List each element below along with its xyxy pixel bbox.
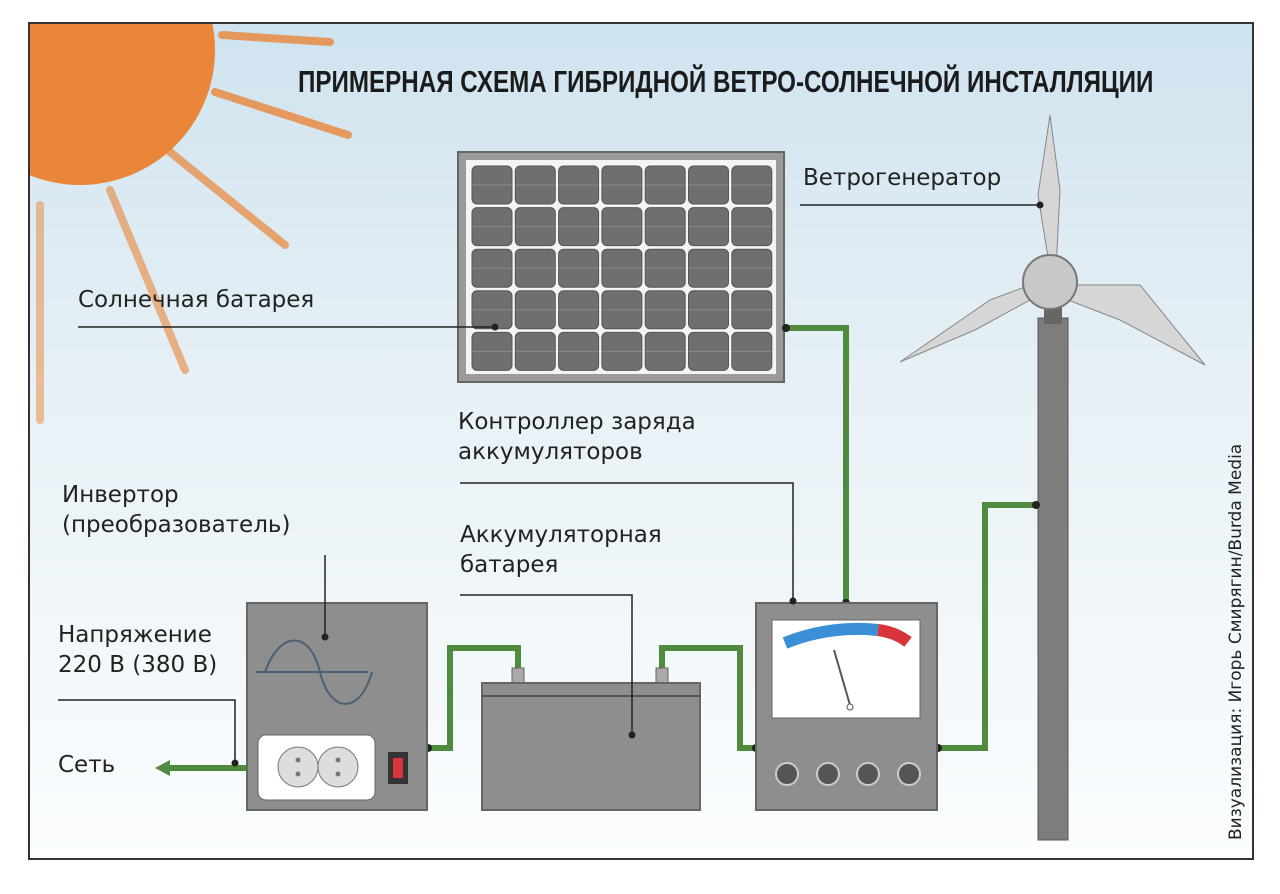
label-battery: Аккумуляторная батарея bbox=[460, 520, 662, 580]
label-solar-panel: Солнечная батарея bbox=[78, 287, 315, 313]
label-line: 220 В (380 В) bbox=[58, 652, 218, 678]
wires bbox=[155, 325, 1036, 776]
label-line: Аккумуляторная bbox=[460, 522, 662, 548]
label-line: Инвертор bbox=[62, 482, 179, 508]
label-line: аккумуляторов bbox=[458, 439, 643, 465]
label-voltage: Напряжение 220 В (380 В) bbox=[58, 620, 217, 680]
inverter bbox=[246, 602, 428, 811]
charge-controller bbox=[755, 602, 938, 811]
battery bbox=[481, 667, 701, 811]
label-line: (преобразователь) bbox=[62, 512, 291, 538]
label-line: Контроллер заряда bbox=[458, 409, 696, 435]
label-inverter: Инвертор (преобразователь) bbox=[62, 480, 290, 540]
socket-icon bbox=[277, 746, 319, 788]
label-line: Напряжение bbox=[58, 622, 212, 648]
sun-icon bbox=[30, 24, 352, 424]
label-wind-generator: Ветрогенератор bbox=[803, 165, 1002, 191]
leader-lines bbox=[58, 204, 1040, 763]
wind-turbine bbox=[899, 114, 1206, 841]
solar-panel bbox=[457, 151, 785, 383]
label-line: батарея bbox=[460, 552, 559, 578]
diagram-title: ПРИМЕРНАЯ СХЕМА ГИБРИДНОЙ ВЕТРО-СОЛНЕЧНО… bbox=[298, 64, 1154, 99]
socket-icon bbox=[317, 746, 359, 788]
credit: Визуализация: Игорь Смирягин/Burda Media bbox=[1226, 443, 1246, 840]
label-controller: Контроллер заряда аккумуляторов bbox=[458, 407, 696, 467]
label-grid: Сеть bbox=[58, 752, 116, 778]
